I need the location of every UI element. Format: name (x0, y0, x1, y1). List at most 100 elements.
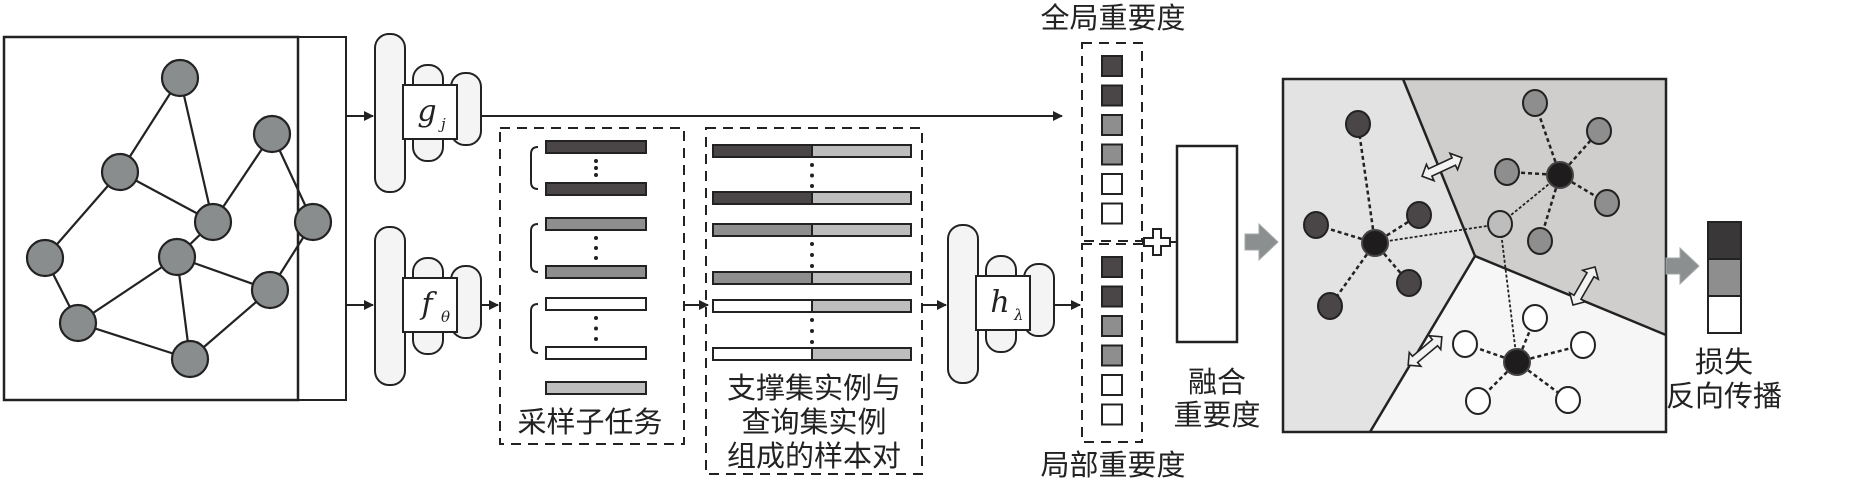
ellipsis-dot (810, 184, 814, 188)
group-brace (530, 146, 539, 190)
input-split-connector (298, 36, 374, 401)
loss-bar (1707, 221, 1742, 334)
sample-pairs-label-line1: 支撑集实例与 (727, 371, 901, 405)
module-layer-1 (374, 33, 406, 193)
ellipsis-dot (594, 316, 598, 320)
local-importance-cell (1101, 285, 1123, 308)
sample-pairs-label-line3: 组成的样本对 (727, 439, 901, 473)
query-distance-link (1374, 223, 1501, 244)
sample-pairs-panel: 支撑集实例与 查询集实例 组成的样本对 (705, 127, 923, 475)
prototype-center-node (1361, 229, 1389, 257)
global-importance-cell (1101, 202, 1123, 225)
pair-support-part (712, 191, 813, 205)
input-graph-frame (2, 35, 300, 402)
graph-node (170, 339, 210, 379)
input-graph-panel (2, 35, 333, 402)
support-instance-node (1303, 211, 1329, 239)
global-importance-cell (1101, 55, 1123, 77)
module-symbol: h (990, 285, 1009, 320)
graph-edge (178, 77, 215, 223)
ellipsis-dot (810, 329, 814, 333)
support-instance-node (1522, 304, 1548, 332)
sample-pairs-frame (705, 127, 923, 475)
module-layer-1 (374, 226, 406, 386)
pair-query-part (811, 191, 912, 205)
loss-cell (1707, 295, 1742, 334)
graph-node (160, 58, 200, 98)
module-label-box (975, 275, 1031, 331)
graph-edge (77, 256, 178, 324)
graph-node (252, 114, 292, 154)
module-layer-1 (947, 224, 979, 384)
graph-node (25, 238, 65, 278)
plus-icon (1143, 228, 1171, 256)
module-label-box (402, 277, 458, 333)
ellipsis-dot (594, 256, 598, 260)
pair-query-part (811, 299, 912, 313)
support-bar (545, 140, 647, 154)
member-link (1356, 123, 1377, 244)
ellipsis-dot (810, 318, 814, 322)
boundary-push-arrow-icon (1421, 151, 1463, 183)
prototype-center-node (1546, 161, 1574, 189)
ellipsis-dot (810, 163, 814, 167)
ellipsis-dot (810, 264, 814, 268)
loss-cell (1707, 221, 1742, 260)
local-importance-cell (1101, 374, 1123, 396)
pair-support-part (712, 144, 813, 158)
double-arrow-shape (1421, 151, 1463, 183)
support-instance-node (1345, 110, 1371, 138)
loss-label-line1: 损失 (1695, 345, 1753, 379)
support-bar (545, 346, 647, 360)
double-arrow-shape (1407, 334, 1443, 368)
support-bar (545, 297, 647, 311)
loss-label-line2: 反向传播 (1666, 379, 1782, 413)
ellipsis-dot (810, 340, 814, 344)
pair-query-part (811, 271, 912, 285)
support-instance-node (1594, 189, 1620, 217)
graph-node (100, 152, 140, 192)
ellipsis-dot (810, 253, 814, 257)
support-instance-node (1452, 330, 1478, 358)
boundary-push-arrow-icon (1407, 334, 1443, 368)
query-distance-link (1499, 223, 1518, 363)
graph-node (58, 303, 98, 343)
global-importance-cell (1101, 84, 1123, 107)
support-instance-node (1494, 158, 1520, 186)
flow-arrow-icon (1244, 222, 1279, 262)
ellipsis-dot (594, 236, 598, 240)
boundary-push-arrow-icon (1568, 265, 1600, 307)
sampled-subtasks-panel: 采样子任务 (499, 127, 685, 445)
support-instance-node (1465, 387, 1491, 415)
ellipsis-dot (594, 246, 598, 250)
graph-node (157, 237, 197, 277)
flow-arrow-to-loss-icon (1665, 246, 1700, 286)
query-bar (545, 381, 647, 395)
pair-query-part (811, 223, 912, 237)
global-importance-cell (1101, 114, 1123, 136)
pair-query-part (811, 347, 912, 361)
loss-cell (1707, 258, 1742, 297)
support-instance-node (1570, 331, 1596, 359)
support-instance-node (1406, 201, 1432, 229)
ellipsis-dot (810, 242, 814, 246)
ellipsis-dot (594, 166, 598, 170)
query-instance-node (1487, 210, 1513, 238)
support-instance-node (1317, 292, 1343, 320)
prototype-space-frame (1281, 77, 1668, 434)
module-subscript: j (438, 115, 446, 133)
module-symbol: g (417, 94, 436, 129)
local-importance-cell (1101, 315, 1123, 337)
support-instance-node (1396, 269, 1422, 297)
local-importance-cell (1101, 403, 1123, 426)
fused-importance-label-line1: 融合 (1188, 365, 1246, 399)
global-importance-cell (1101, 143, 1123, 166)
graph-node (293, 202, 333, 242)
global-importance-frame (1081, 42, 1143, 242)
support-instance-node (1555, 386, 1581, 414)
sampled-subtasks-label: 采样子任务 (517, 405, 662, 439)
group-brace (530, 223, 539, 273)
